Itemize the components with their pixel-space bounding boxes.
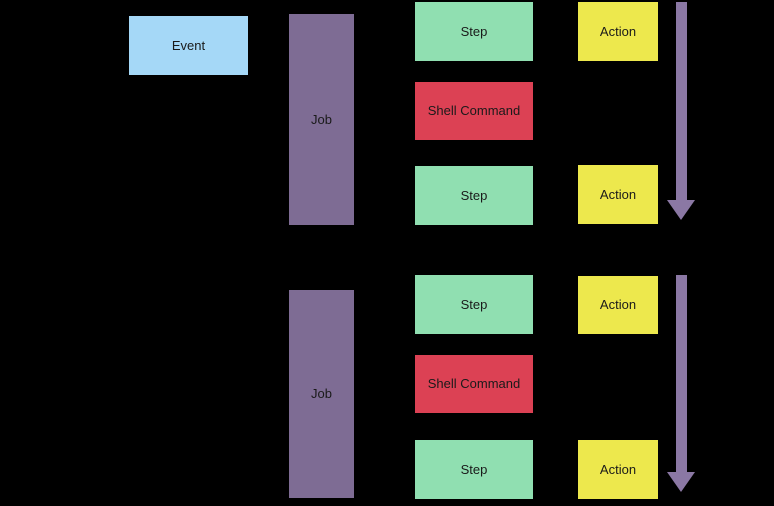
step-node-3: Step <box>415 275 533 334</box>
sequence-arrow-2 <box>667 275 695 492</box>
shell-command-node-1: Shell Command <box>415 82 533 140</box>
step-node-2: Step <box>415 166 533 225</box>
action-node-3: Action <box>578 276 658 334</box>
arrow-down-icon <box>667 472 695 492</box>
job-node-2: Job <box>289 290 354 498</box>
action-node-4: Action <box>578 440 658 499</box>
job-node-1: Job <box>289 14 354 225</box>
arrow-shaft <box>675 275 687 472</box>
arrow-shaft <box>675 2 687 200</box>
event-node: Event <box>129 16 248 75</box>
shell-command-node-2: Shell Command <box>415 355 533 413</box>
action-node-1: Action <box>578 2 658 61</box>
step-node-4: Step <box>415 440 533 499</box>
step-node-1: Step <box>415 2 533 61</box>
action-node-2: Action <box>578 165 658 224</box>
arrow-down-icon <box>667 200 695 220</box>
sequence-arrow-1 <box>667 2 695 220</box>
